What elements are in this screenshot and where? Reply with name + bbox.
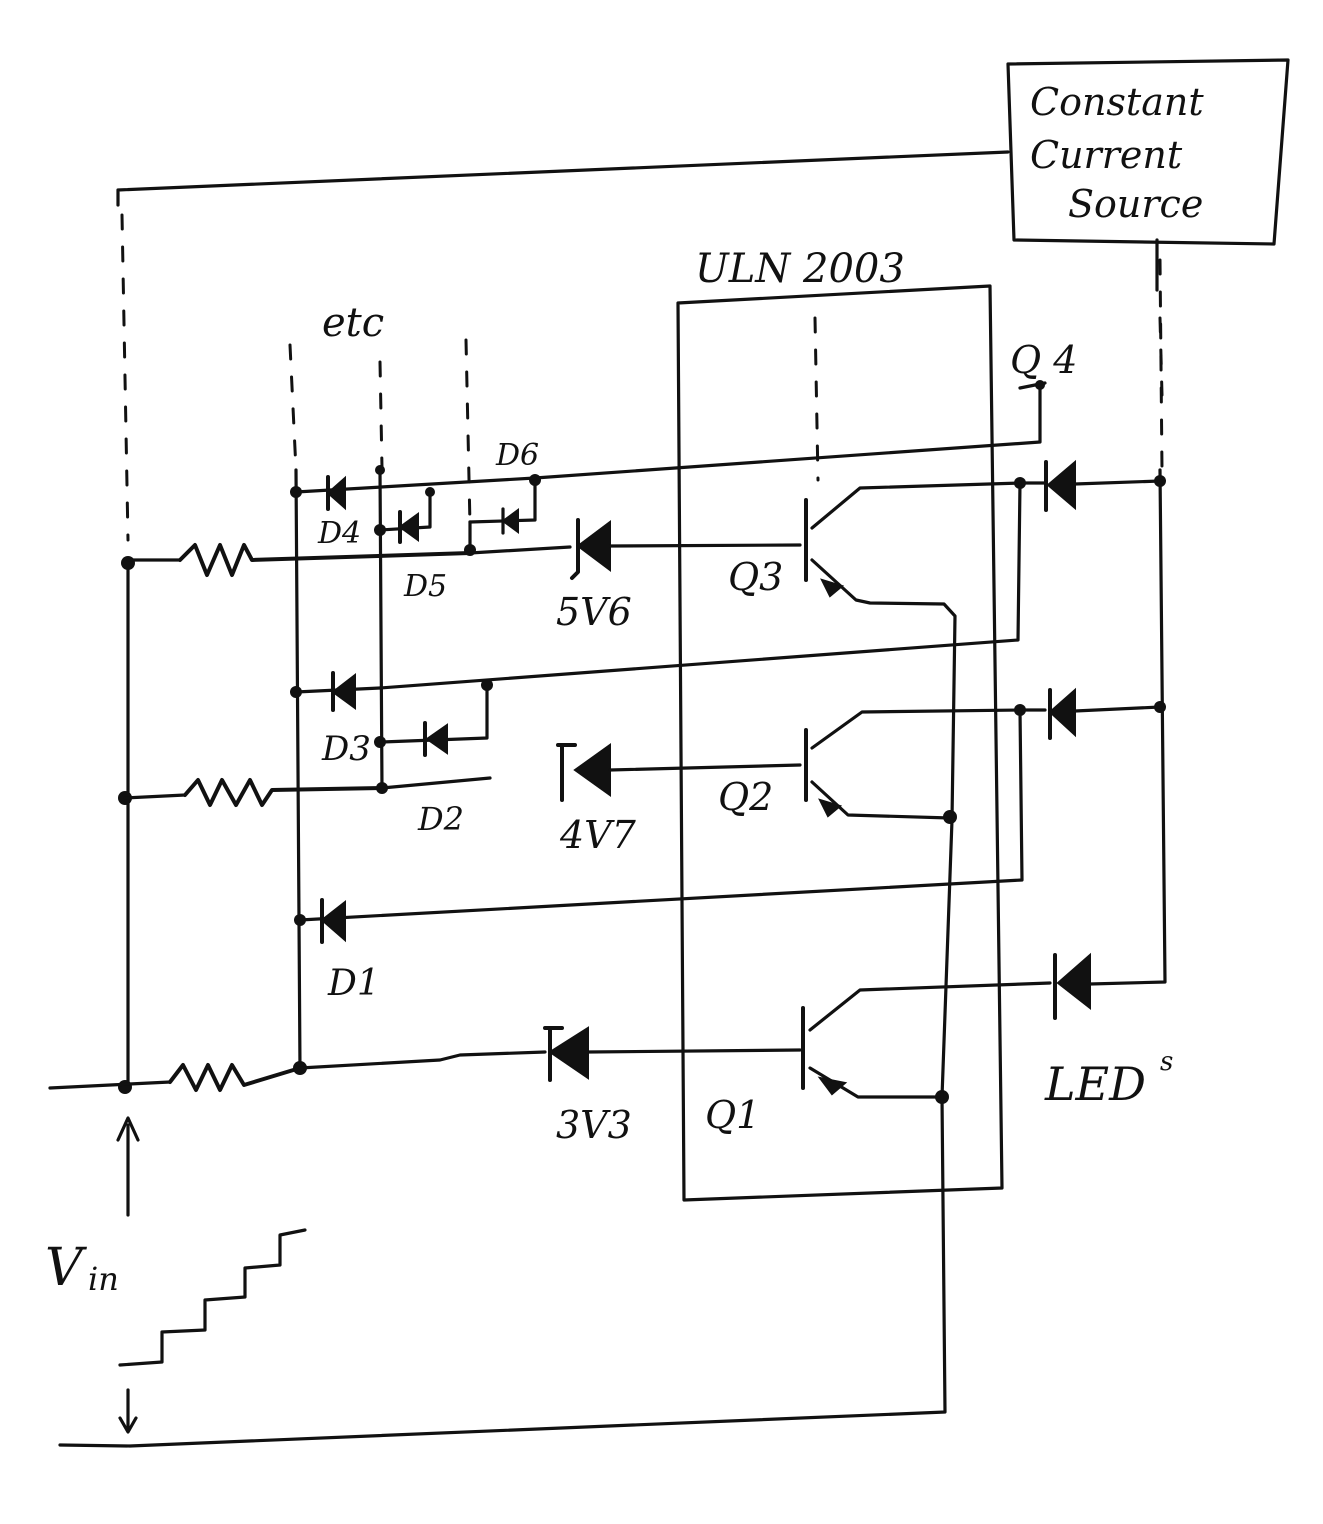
diode-d3 — [331, 671, 356, 712]
resistor-r2 — [183, 778, 384, 807]
ccs-return-wire — [116, 150, 1010, 207]
transistor-q2: Q2 — [718, 708, 1022, 820]
diode-d5 — [398, 510, 419, 544]
d5-label: D5 — [403, 569, 447, 604]
q4-label: Q 4 — [1010, 338, 1077, 382]
d2-label: D2 — [417, 800, 464, 838]
led-3 — [1044, 459, 1076, 512]
vin-label: V — [45, 1238, 87, 1298]
led-1 — [1053, 952, 1091, 1020]
q3-label: Q3 — [728, 555, 783, 599]
ccs-label-2: Current — [1030, 133, 1183, 177]
resistor-r3 — [178, 543, 472, 577]
d1-label: D1 — [327, 963, 380, 1004]
emitter-common-wire — [58, 818, 954, 1448]
zener-3v3 — [543, 1026, 589, 1082]
constant-current-source: Constant Current Source — [1006, 58, 1290, 246]
d6-label: D6 — [495, 438, 539, 473]
diode-d1 — [320, 898, 346, 944]
d4-label: D4 — [317, 516, 361, 551]
q2-label: Q2 — [718, 775, 773, 819]
q1-label: Q1 — [705, 1093, 760, 1137]
leds-label: LED — [1044, 1057, 1146, 1111]
diode-d2 — [423, 721, 448, 757]
zener-3v3-label: 3V3 — [556, 1103, 632, 1147]
leds-superscript: s — [1160, 1047, 1173, 1077]
ic-label: ULN 2003 — [695, 246, 905, 292]
transistor-q3: Q3 — [728, 481, 1022, 822]
diode-d6 — [501, 507, 519, 535]
left-bus-dashed — [120, 213, 130, 542]
led-2 — [1048, 687, 1076, 740]
resistor-r1 — [168, 1063, 302, 1092]
zener-4v7-label: 4V7 — [559, 813, 637, 857]
ccs-label-1: Constant — [1030, 80, 1204, 124]
bus-d-left — [294, 468, 302, 1072]
etc-label: etc — [322, 300, 384, 346]
uln2003-ic: ULN 2003 — [676, 246, 1004, 1202]
transistor-q1: Q1 — [705, 981, 1052, 1137]
vin-staircase — [118, 1228, 307, 1367]
diode-d4 — [326, 475, 346, 511]
vin-subscript: in — [88, 1260, 119, 1298]
d3-label: D3 — [321, 729, 371, 769]
zener-5v6 — [570, 518, 611, 580]
zener-4v7 — [556, 743, 611, 802]
ccs-label-3: Source — [1068, 182, 1203, 226]
zener-5v6-label: 5V6 — [556, 590, 632, 634]
